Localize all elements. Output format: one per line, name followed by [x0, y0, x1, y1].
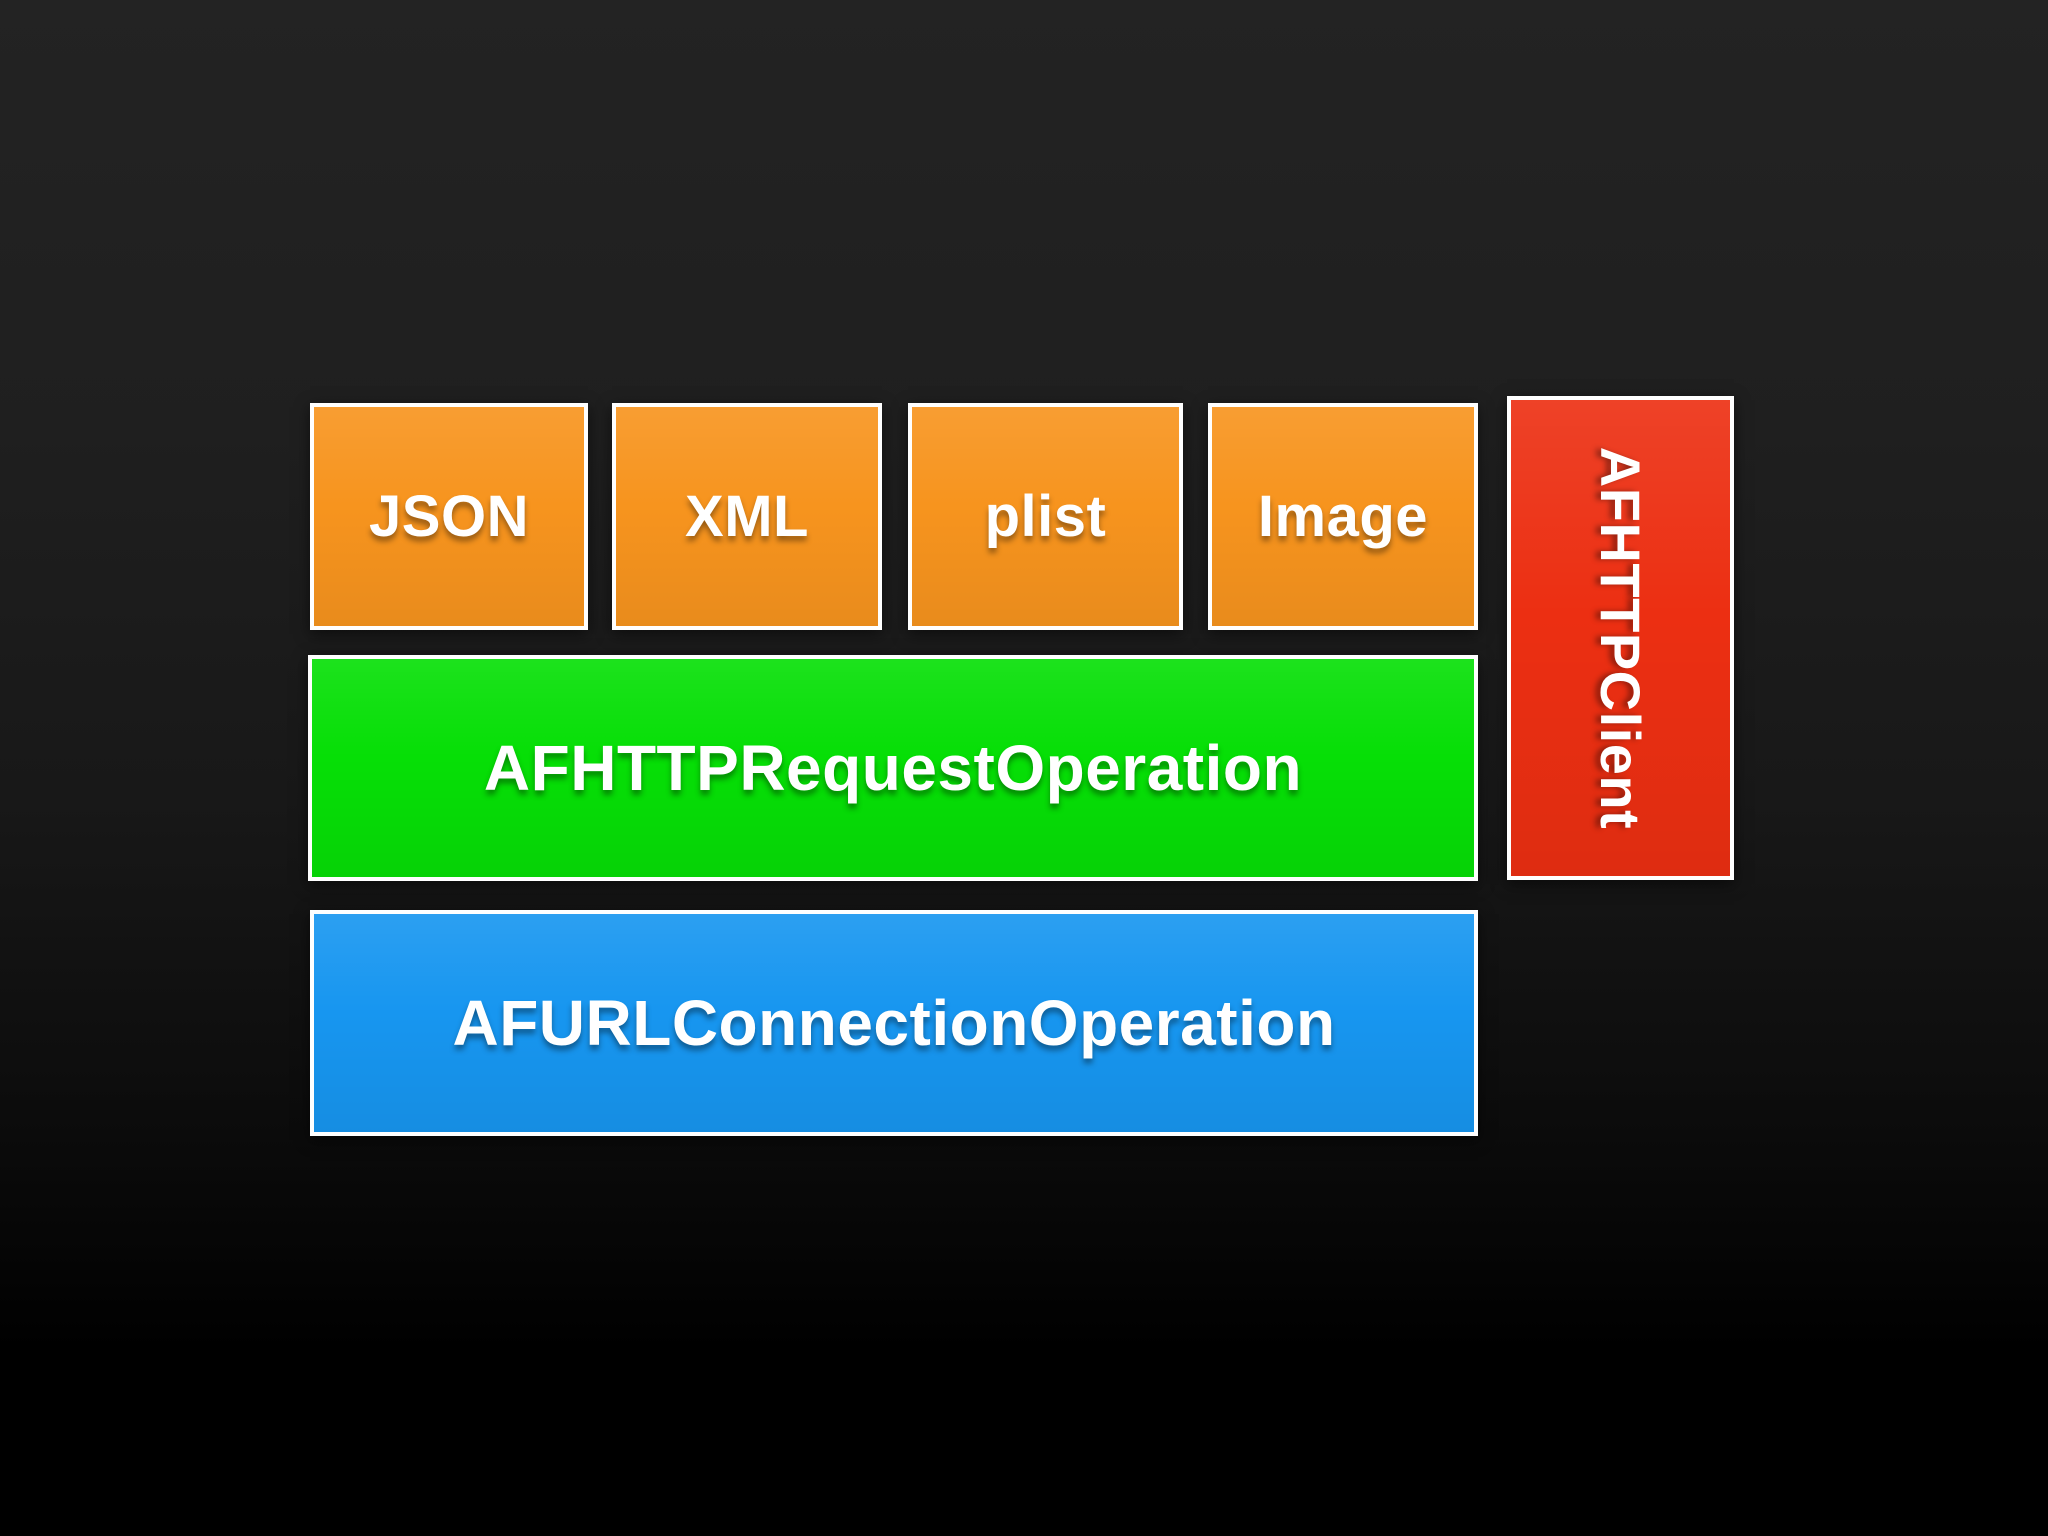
node-afhttprequestoperation-label: AFHTTPRequestOperation — [483, 732, 1303, 804]
node-json-label: JSON — [369, 483, 529, 549]
node-image: Image — [1208, 403, 1478, 630]
node-xml-label: XML — [685, 483, 809, 549]
node-afhttprequestoperation: AFHTTPRequestOperation — [308, 655, 1478, 881]
node-afurlconnectionoperation-label: AFURLConnectionOperation — [452, 987, 1336, 1059]
node-image-label: Image — [1257, 483, 1429, 549]
node-plist-label: plist — [984, 483, 1107, 549]
node-afhttpclient-label: AFHTTPClient — [1589, 446, 1653, 830]
node-json: JSON — [310, 403, 588, 630]
node-plist: plist — [908, 403, 1183, 630]
node-xml: XML — [612, 403, 882, 630]
node-afhttpclient: AFHTTPClient — [1507, 396, 1734, 880]
node-afurlconnectionoperation: AFURLConnectionOperation — [310, 910, 1478, 1136]
